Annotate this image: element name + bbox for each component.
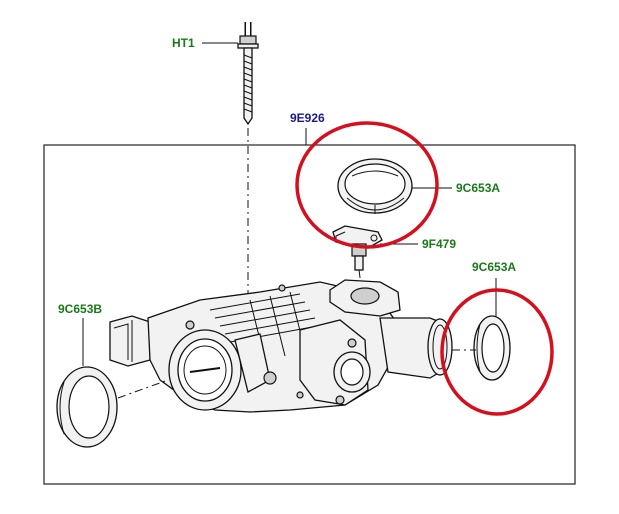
throttle-body-assembly bbox=[109, 279, 453, 413]
highlight-right-seal bbox=[440, 288, 554, 416]
label-ht1: HT1 bbox=[172, 36, 195, 50]
left-seal-centerline bbox=[117, 379, 169, 399]
left-seal bbox=[56, 366, 118, 448]
assembly-frame bbox=[43, 144, 576, 485]
label-9e926: 9E926 bbox=[290, 111, 325, 125]
label-9c653b: 9C653B bbox=[58, 302, 102, 316]
label-9c653a-right: 9C653A bbox=[472, 260, 516, 274]
top-seal bbox=[337, 158, 413, 214]
highlight-top-seal bbox=[295, 121, 439, 249]
bolt-ht1 bbox=[237, 22, 259, 126]
label-9c653a-top: 9C653A bbox=[456, 181, 500, 195]
right-seal bbox=[473, 315, 511, 381]
label-9f479: 9F479 bbox=[422, 237, 456, 251]
